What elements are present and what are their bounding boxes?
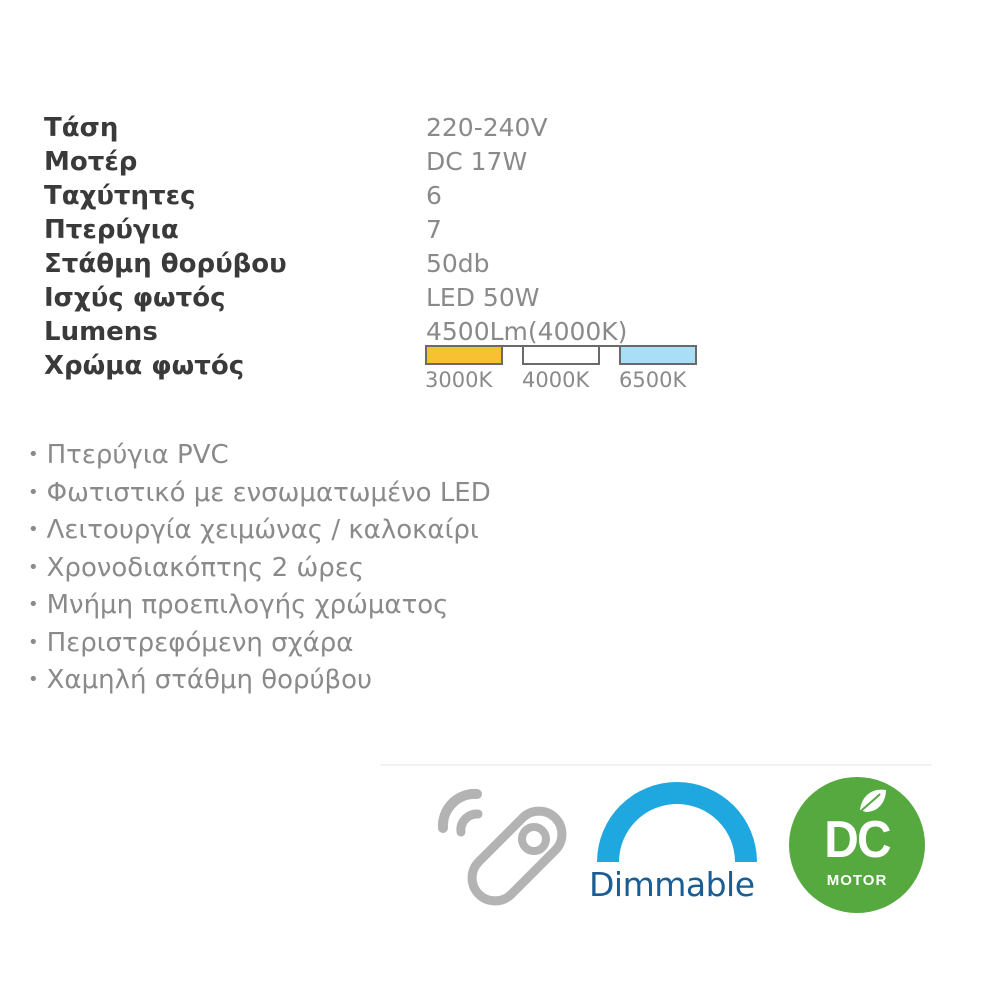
feature-text: Φωτιστικό με ενσωματωμένο LED	[46, 477, 491, 508]
feature-list: • Πτερύγια PVC • Φωτιστικό με ενσωματωμένο…	[28, 436, 491, 699]
swatch-3000k: 3000K	[425, 345, 522, 393]
feature-item: • Μνήμη προεπιλογής χρώματος	[28, 586, 491, 624]
bullet-icon: •	[28, 444, 39, 465]
swatch-label: 6500K	[619, 368, 687, 392]
color-swatches: 3000K 4000K 6500K	[425, 345, 716, 393]
spec-value: 7	[426, 215, 442, 244]
remote-control-icon	[437, 788, 567, 906]
spec-value: 4500Lm(4000K)	[426, 317, 628, 346]
bullet-icon: •	[28, 669, 39, 690]
feature-text: Χαμηλή στάθμη θορύβου	[46, 665, 373, 695]
feature-text: Μνήμη προεπιλογής χρώματος	[46, 590, 449, 620]
dimmable-badge: Dimmable	[585, 770, 770, 910]
leaf-icon	[789, 777, 925, 913]
bullet-icon: •	[28, 594, 39, 615]
spec-value: DC 17W	[426, 147, 528, 176]
bullet-icon: •	[28, 519, 39, 540]
spec-label: Χρώμα φωτός	[44, 351, 245, 381]
feature-item: • Χρονοδιακόπτης 2 ώρες	[28, 549, 491, 587]
spec-value: 50db	[426, 249, 490, 278]
spec-label: Ταχύτητες	[44, 181, 196, 211]
spec-value: 6	[426, 181, 442, 210]
feature-text: Περιστρεφόμενη σχάρα	[46, 627, 354, 658]
spec-label: Ισχύς φωτός	[44, 283, 226, 313]
spec-label: Μοτέρ	[44, 147, 138, 177]
spec-value: 220-240V	[426, 113, 548, 142]
swatch-box	[425, 345, 503, 365]
feature-item: • Φωτιστικό με ενσωματωμένο LED	[28, 474, 491, 512]
feature-item: • Πτερύγια PVC	[28, 436, 491, 474]
spec-label: Στάθμη θορύβου	[44, 249, 287, 279]
spec-value: LED 50W	[426, 283, 540, 312]
spec-label: Πτερύγια	[44, 215, 179, 245]
bullet-icon: •	[28, 556, 39, 578]
bullet-icon: •	[28, 481, 39, 503]
dimmable-label: Dimmable	[589, 865, 755, 904]
feature-item: • Περιστρεφόμενη σχάρα	[28, 624, 491, 662]
swatch-box	[522, 345, 600, 365]
feature-text: Χρονοδιακόπτης 2 ώρες	[46, 552, 365, 583]
dimmable-arc-icon	[597, 782, 757, 862]
feature-text: Πτερύγια PVC	[46, 440, 229, 470]
spec-label: Τάση	[44, 113, 119, 143]
divider	[380, 764, 932, 766]
swatch-4000k: 4000K	[522, 345, 619, 393]
feature-item: • Χαμηλή στάθμη θορύβου	[28, 661, 491, 699]
swatch-label: 3000K	[425, 368, 493, 392]
feature-item: • Λειτουργία χειμώνας / καλοκαίρι	[28, 511, 491, 549]
bullet-icon: •	[28, 631, 39, 653]
spec-label: Lumens	[44, 317, 158, 347]
motor-label: MOTOR	[826, 872, 888, 889]
swatch-label: 4000K	[522, 368, 590, 392]
dc-label: DC	[824, 811, 891, 869]
swatch-6500k: 6500K	[619, 345, 716, 393]
swatch-box	[619, 345, 697, 365]
feature-text: Λειτουργία χειμώνας / καλοκαίρι	[46, 515, 479, 545]
dc-motor-badge: DC MOTOR	[788, 776, 926, 914]
